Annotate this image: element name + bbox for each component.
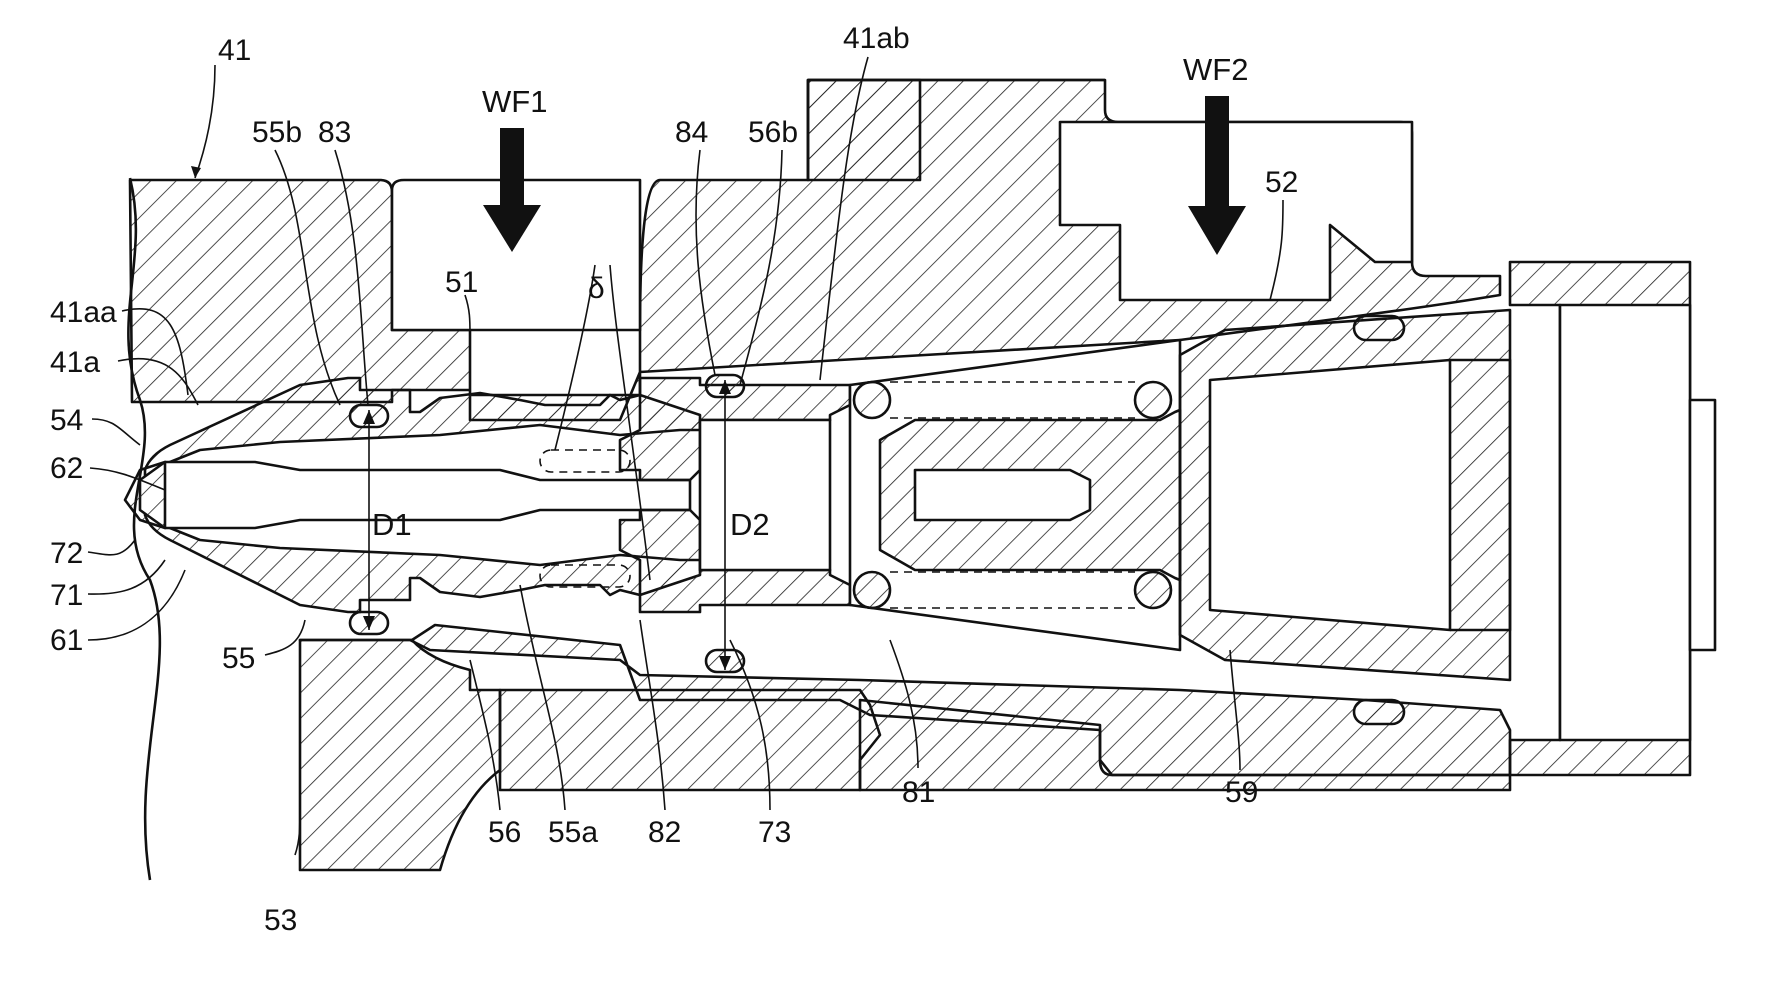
- nozzle-body-55: [125, 378, 700, 612]
- label-55b: 55b: [252, 116, 302, 149]
- label-82: 82: [648, 816, 681, 849]
- label-59: 59: [1225, 776, 1258, 809]
- label-55a: 55a: [548, 816, 598, 849]
- label-81: 81: [902, 776, 935, 809]
- label-41aa: 41aa: [50, 296, 117, 329]
- label-72: 72: [50, 537, 83, 570]
- label-61: 61: [50, 624, 83, 657]
- label-71: 71: [50, 579, 83, 612]
- label-54: 54: [50, 404, 83, 437]
- label-56b: 56b: [748, 116, 798, 149]
- label-84: 84: [675, 116, 708, 149]
- label-wf2: WF2: [1183, 52, 1248, 87]
- label-83: 83: [318, 116, 351, 149]
- label-delta: δ: [588, 272, 605, 305]
- label-55: 55: [222, 642, 255, 675]
- label-41ab: 41ab: [843, 22, 910, 55]
- label-56: 56: [488, 816, 521, 849]
- plunger-59: [880, 310, 1510, 680]
- label-wf1: WF1: [482, 84, 547, 119]
- label-d2: D2: [730, 507, 770, 542]
- label-41a: 41a: [50, 346, 100, 379]
- label-41: 41: [218, 34, 251, 67]
- label-d1: D1: [372, 507, 412, 542]
- label-53: 53: [264, 904, 297, 937]
- label-52: 52: [1265, 166, 1298, 199]
- label-62: 62: [50, 452, 83, 485]
- label-51: 51: [445, 266, 478, 299]
- label-73: 73: [758, 816, 791, 849]
